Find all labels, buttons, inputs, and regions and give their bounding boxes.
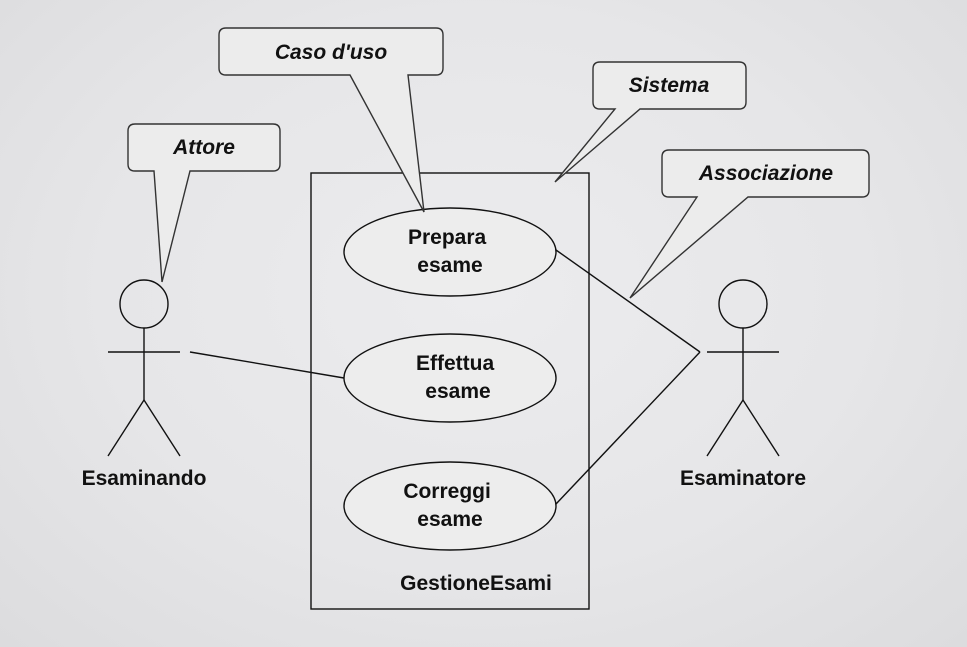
callout-text: Attore (172, 136, 235, 159)
association-esaminando-effettua (189, 351, 345, 379)
actor-esaminatore: Esaminatore (680, 279, 806, 490)
use-case-correggi-esame: Correggi esame (343, 461, 557, 551)
use-case-effettua-esame: Effettua esame (343, 333, 557, 423)
actor-right-leg (742, 399, 780, 457)
use-case-line2: esame (417, 508, 482, 531)
use-case-line2: esame (425, 380, 490, 403)
callout-associazione: Associazione (629, 149, 870, 299)
callout-bubble (554, 61, 747, 183)
use-case-line1: Effettua (416, 352, 494, 375)
use-case-line1: Prepara (408, 226, 487, 249)
callout-text: Sistema (629, 74, 710, 97)
system-boundary (310, 172, 590, 610)
use-case-line2: esame (417, 254, 482, 277)
actor-left-leg (107, 399, 145, 457)
actor-head (718, 279, 768, 329)
callout-bubble (127, 123, 281, 283)
actor-left-leg (706, 399, 744, 457)
actor-right-leg (143, 399, 181, 457)
use-case-line1: Correggi (403, 480, 491, 503)
actor-esaminando: Esaminando (82, 279, 207, 490)
system-name: GestioneEsami (400, 572, 552, 595)
use-case-ellipse (343, 207, 557, 297)
callout-bubble (629, 149, 870, 299)
use-case-label: Correggi esame (403, 480, 496, 531)
use-case-label: Effettua esame (416, 352, 500, 403)
actor-name: Esaminatore (680, 467, 806, 490)
callout-bubble (218, 27, 444, 213)
actor-name: Esaminando (82, 467, 207, 490)
use-case-ellipse (343, 461, 557, 551)
callout-text: Caso d'uso (275, 41, 388, 64)
callout-caso-duso: Caso d'uso (218, 27, 444, 213)
callout-sistema: Sistema (554, 61, 747, 183)
use-case-label: Prepara esame (408, 226, 492, 277)
actor-head (119, 279, 169, 329)
use-case-prepara-esame: Prepara esame (343, 207, 557, 297)
callout-text: Associazione (698, 162, 834, 185)
association-prepara-esaminatore (555, 249, 701, 353)
use-case-ellipse (343, 333, 557, 423)
association-correggi-esaminatore (555, 351, 701, 505)
callout-attore: Attore (127, 123, 281, 283)
